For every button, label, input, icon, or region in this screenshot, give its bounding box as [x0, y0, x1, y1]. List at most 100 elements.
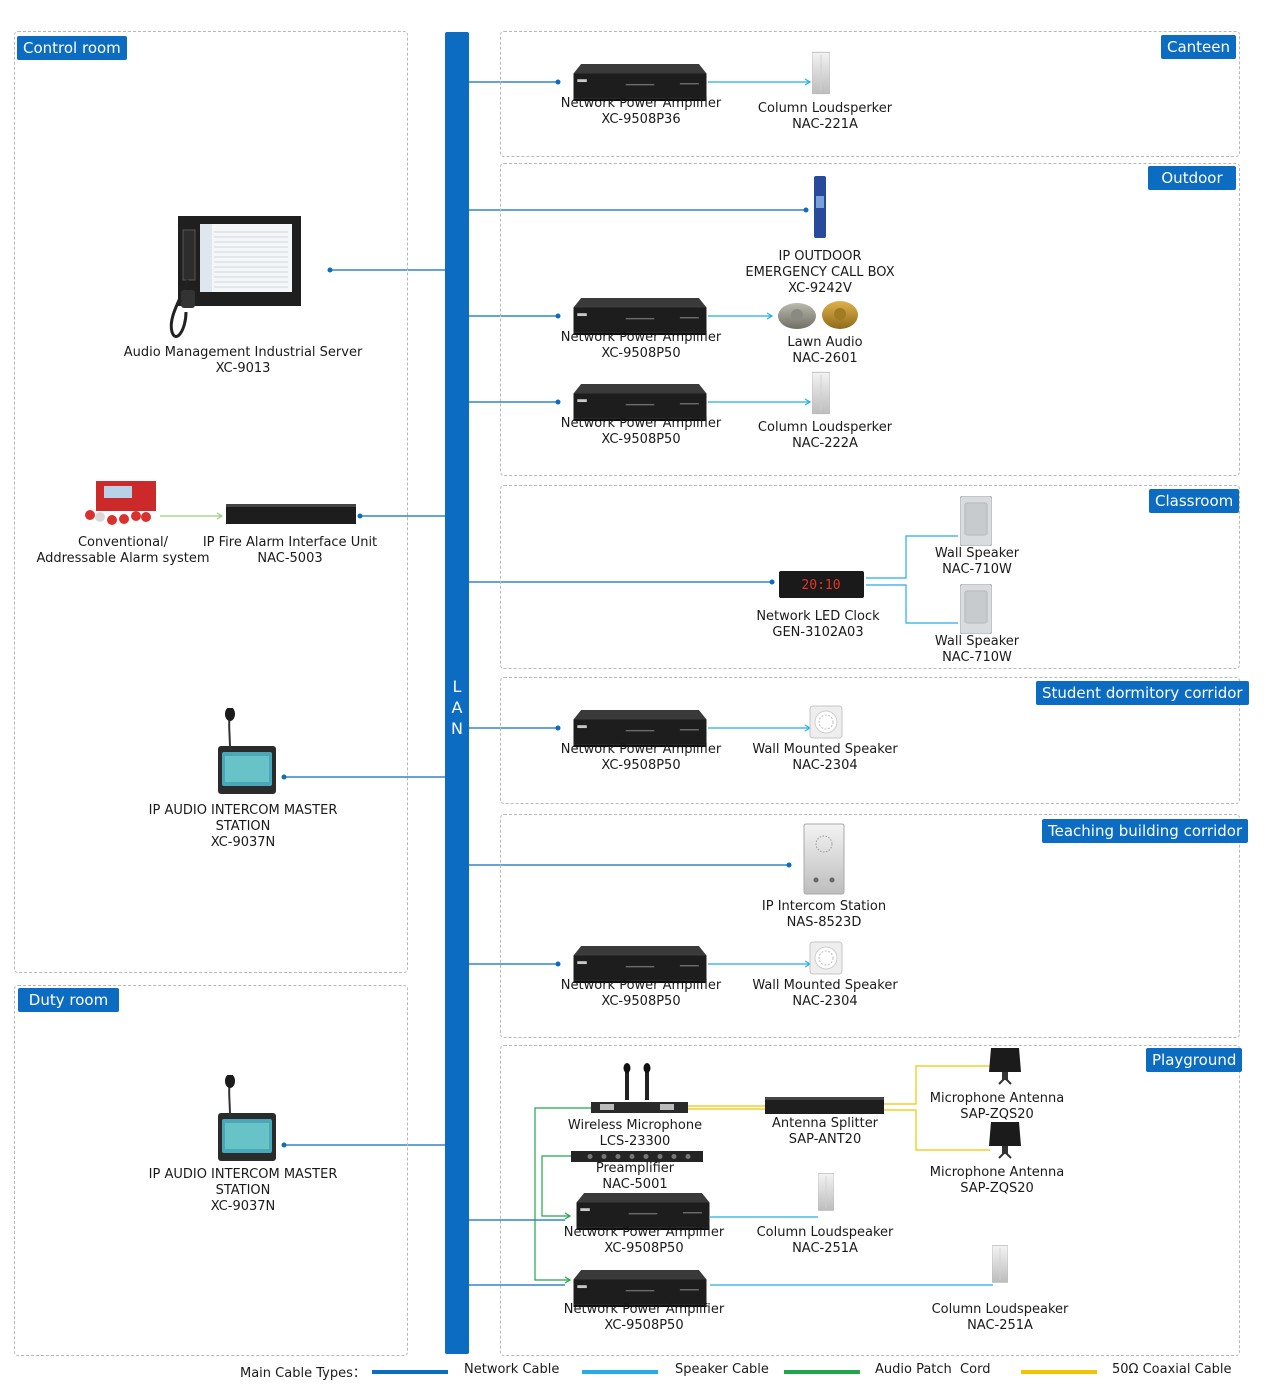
- antenna-1-name: Microphone Antenna: [929, 1091, 1065, 1106]
- arrow-head: [804, 398, 812, 406]
- teach-speaker-name: Wall Mounted Speaker: [752, 978, 898, 993]
- outdoor-speaker-label: Column Loudsperker NAC-222A: [758, 420, 892, 452]
- outdoor-amp1-model: XC-9508P50: [601, 346, 681, 361]
- antenna-2-model: SAP-ZQS20: [960, 1181, 1034, 1196]
- connection-dot: [769, 579, 775, 585]
- zone-classroom: [500, 485, 1240, 669]
- dorm-amp-label: Network Power Amplifier XC-9508P50: [561, 742, 721, 774]
- server-label: Audio Management Industrial Server XC-90…: [124, 345, 363, 377]
- outdoor-amp2-model: XC-9508P50: [601, 432, 681, 447]
- play-amp2-label: Network Power Amplifier XC-9508P50: [564, 1302, 724, 1334]
- arrow-head: [216, 512, 224, 520]
- zone-label-control-room: Control room: [17, 36, 127, 60]
- connection-dot: [281, 1142, 287, 1148]
- intercom-station-label: IP Intercom Station NAS-8523D: [762, 899, 886, 931]
- wireless-mic-name: Wireless Microphone: [567, 1118, 703, 1133]
- server-name: Audio Management Industrial Server: [123, 345, 363, 360]
- lan-letter: L: [452, 677, 462, 696]
- coaxial-cable: [884, 1065, 990, 1105]
- intercom-master-2-line2: STATION: [215, 1183, 271, 1198]
- preamp-label: Preamplifier NAC-5001: [596, 1161, 674, 1193]
- zone-canteen: [500, 31, 1240, 157]
- legend-coaxial-swatch: [1021, 1370, 1097, 1374]
- wall-speaker-1-name: Wall Speaker: [934, 546, 1020, 561]
- connection-dot: [281, 774, 287, 780]
- teach-speaker-model: NAC-2304: [792, 994, 858, 1009]
- arrow-head: [564, 1212, 572, 1220]
- legend-speaker-label: Speaker Cable: [675, 1362, 769, 1377]
- alarm-line1: Conventional/: [77, 535, 169, 550]
- antenna-splitter-icon: [765, 1097, 884, 1114]
- ip-intercom-station-icon: [803, 823, 845, 895]
- teach-speaker-label: Wall Mounted Speaker NAC-2304: [752, 978, 897, 1010]
- led-clock-label: Network LED Clock GEN-3102A03: [756, 609, 879, 641]
- dorm-speaker-label: Wall Mounted Speaker NAC-2304: [752, 742, 897, 774]
- coaxial-cable: [884, 1109, 990, 1151]
- wireless-microphone-icon: [591, 1063, 688, 1113]
- connection-dot: [555, 961, 561, 967]
- arrow-head: [564, 1276, 572, 1284]
- intercom-master-2-model: XC-9037N: [210, 1199, 276, 1214]
- play-speaker2-label: Column Loudspeaker NAC-251A: [932, 1302, 1069, 1334]
- intercom-master-1-label: IP AUDIO INTERCOM MASTER STATION XC-9037…: [149, 803, 338, 851]
- zone-duty-room: [14, 985, 408, 1356]
- industrial-server-icon: [169, 216, 301, 338]
- zone-label-duty-room: Duty room: [18, 988, 119, 1012]
- arrow-head: [804, 78, 812, 86]
- play-amp2-model: XC-9508P50: [604, 1318, 684, 1333]
- play-speaker2-model: NAC-251A: [967, 1318, 1033, 1333]
- wall-speaker-2-name: Wall Speaker: [934, 634, 1020, 649]
- intercom-master-1-line1: IP AUDIO INTERCOM MASTER: [148, 803, 338, 818]
- zone-label-playground: Playground: [1146, 1048, 1243, 1072]
- zone-playground: [500, 1045, 1240, 1356]
- canteen-amp-model: XC-9508P36: [601, 112, 681, 127]
- connection-dot: [357, 513, 363, 519]
- zone-label-teaching-building-corridor: Teaching building corridor: [1042, 819, 1249, 843]
- wall-speaker-2-model: NAC-710W: [942, 650, 1012, 665]
- fire-unit-name: IP Fire Alarm Interface Unit: [202, 535, 378, 550]
- wireless-mic-model: LCS-23300: [599, 1134, 671, 1149]
- intercom-station-name: IP Intercom Station: [761, 899, 887, 914]
- teach-amp-model: XC-9508P50: [601, 994, 681, 1009]
- lan-backbone: L A N: [445, 32, 469, 1354]
- play-speaker1-model: NAC-251A: [792, 1241, 858, 1256]
- intercom-station-model: NAS-8523D: [786, 915, 862, 930]
- zone-label-outdoor: Outdoor: [1148, 166, 1236, 190]
- intercom-master-1-model: XC-9037N: [210, 835, 276, 850]
- legend-network-label: Network Cable: [464, 1362, 560, 1377]
- audio-patch-cord: [541, 1155, 571, 1217]
- outdoor-speaker-name: Column Loudsperker: [757, 420, 893, 435]
- play-amp1-name: Network Power Amplifier: [563, 1225, 725, 1240]
- antenna-1-model: SAP-ZQS20: [960, 1107, 1034, 1122]
- arrow-head: [766, 312, 774, 320]
- wall-speaker-1-label: Wall Speaker NAC-710W: [935, 546, 1019, 578]
- outdoor-amp2-name: Network Power Amplifier: [560, 416, 722, 431]
- connection-dot: [555, 725, 561, 731]
- alarm-line2: Addressable Alarm system: [36, 551, 210, 566]
- outdoor-speaker-model: NAC-222A: [792, 436, 858, 451]
- zone-label-student-dormitory-corridor: Student dormitory corridor: [1036, 681, 1249, 705]
- lawn-audio-model: NAC-2601: [792, 351, 858, 366]
- outdoor-amp2-label: Network Power Amplifier XC-9508P50: [561, 416, 721, 448]
- zone-label-classroom: Classroom: [1149, 489, 1240, 513]
- call-box-model: XC-9242V: [788, 281, 852, 296]
- audio-patch-cord: [534, 1107, 591, 1281]
- play-amp2-name: Network Power Amplifier: [563, 1302, 725, 1317]
- dorm-amp-name: Network Power Amplifier: [560, 742, 722, 757]
- outdoor-amp1-name: Network Power Amplifier: [560, 330, 722, 345]
- preamplifier-icon: [571, 1151, 703, 1162]
- connection-dot: [327, 267, 333, 273]
- intercom-master-1-line2: STATION: [215, 819, 271, 834]
- emergency-call-box-icon: [814, 176, 826, 238]
- fire-alarm-interface-icon: [226, 504, 356, 524]
- legend-speaker-swatch: [582, 1370, 658, 1374]
- fire-unit-model: NAC-5003: [257, 551, 323, 566]
- dorm-speaker-model: NAC-2304: [792, 758, 858, 773]
- wireless-mic-label: Wireless Microphone LCS-23300: [568, 1118, 702, 1150]
- alarm-system-label: Conventional/ Addressable Alarm system: [36, 535, 209, 567]
- preamp-model: NAC-5001: [602, 1177, 668, 1192]
- lawn-audio-name: Lawn Audio: [787, 335, 863, 350]
- zone-label-canteen: Canteen: [1161, 35, 1237, 59]
- led-clock-model: GEN-3102A03: [772, 625, 864, 640]
